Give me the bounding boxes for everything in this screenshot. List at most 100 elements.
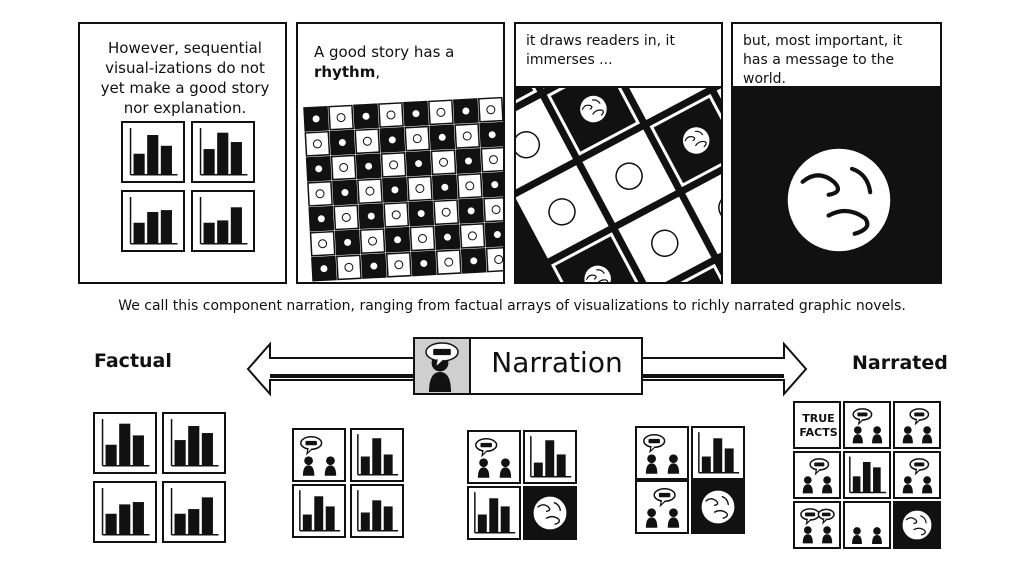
rhythm-dot <box>312 139 322 149</box>
listener-body <box>822 534 833 544</box>
speech-bubble-tail <box>481 449 488 458</box>
planet-continent <box>705 498 719 506</box>
speech-bubble-tail <box>805 518 812 526</box>
speech-bubble-tail <box>659 499 667 508</box>
rhythm-dot <box>486 105 496 115</box>
speech-scribble <box>857 412 868 417</box>
planet-continent <box>905 517 918 525</box>
planet-continent <box>695 140 707 148</box>
immerse-tile <box>653 263 721 282</box>
speech-scribble <box>914 412 925 417</box>
rhythm-dot <box>417 233 427 243</box>
rhythm-dot <box>318 239 328 249</box>
chart-bar <box>201 497 213 535</box>
planet-continent <box>592 109 604 116</box>
immerse-tile <box>685 160 721 255</box>
speaker-head <box>803 526 812 534</box>
speech-scribble <box>805 512 816 517</box>
comic-panel-2: A good story has a rhythm, <box>296 22 505 284</box>
chart-bar <box>105 513 117 535</box>
panel-1-caption: However, sequential visual-izations do n… <box>100 39 270 117</box>
chart-bar <box>489 498 499 533</box>
speaker-head <box>803 476 812 484</box>
listener-head <box>823 526 831 534</box>
rhythm-dot <box>439 157 449 167</box>
rhythm-dot <box>387 135 397 145</box>
chart-bar <box>556 454 566 477</box>
chart-bar <box>147 211 159 244</box>
planet-continent <box>586 274 597 280</box>
chart-bar <box>477 514 487 533</box>
chart-bar <box>188 426 200 466</box>
speech-scribble <box>821 512 831 517</box>
mini-frame <box>467 430 521 484</box>
rhythm-dot <box>444 257 454 267</box>
rhythm-dot <box>393 235 403 245</box>
rhythm-dot <box>437 132 447 142</box>
planet-continent <box>920 515 927 524</box>
rhythm-dot <box>442 232 452 242</box>
chart-bar <box>873 467 881 493</box>
chart-bar <box>133 222 145 244</box>
rhythm-dot <box>368 236 378 246</box>
rhythm-dot <box>390 185 400 195</box>
rhythm-dot <box>469 256 479 266</box>
rhythm-dot <box>466 206 476 216</box>
chart-bar <box>360 456 370 475</box>
mini-frame <box>843 501 891 549</box>
checker-group <box>303 96 503 282</box>
speech-bubble-tail <box>914 468 921 476</box>
rhythm-dot <box>391 210 401 220</box>
panel-2-caption-bold: rhythm <box>314 63 376 81</box>
true-facts-line1: TRUE <box>802 412 835 425</box>
listener-body <box>667 517 680 528</box>
summary-text: We call this component narration, rangin… <box>118 298 906 314</box>
speaker-body <box>477 467 490 478</box>
mini-frame <box>292 428 346 482</box>
rhythm-dot <box>341 212 351 222</box>
rhythm-dot <box>319 264 329 274</box>
listener-head <box>823 476 831 484</box>
chart-bar <box>217 220 229 244</box>
chart-bar <box>201 433 213 466</box>
speech-scribble <box>914 462 925 467</box>
planet-continent <box>545 515 561 525</box>
listener-body <box>822 484 833 494</box>
speaker-body <box>645 463 658 474</box>
planet-continent <box>694 130 704 136</box>
speech-scribble <box>658 492 671 498</box>
speaker-head <box>647 454 656 464</box>
chart-bar <box>302 514 312 531</box>
rhythm-dot <box>336 113 346 123</box>
chart-bar <box>217 132 229 175</box>
planet-continent <box>591 99 601 104</box>
speech-bubble-tail <box>434 359 445 369</box>
chart-bar <box>713 438 723 473</box>
listener-head <box>501 458 510 468</box>
chart-bar <box>132 435 144 466</box>
speech-bubble-tail <box>814 468 821 476</box>
rhythm-dot <box>492 230 502 240</box>
listener-body <box>499 467 512 478</box>
rhythm-dot <box>343 237 353 247</box>
rhythm-dot <box>369 261 379 271</box>
narrator-body <box>429 372 451 392</box>
immerse-circle <box>651 229 679 258</box>
speaker-body <box>852 434 863 444</box>
rhythm-dot <box>491 205 501 215</box>
speech-scribble <box>480 442 492 448</box>
true-facts-line2: FACTS <box>799 426 838 439</box>
rhythm-dot <box>361 111 371 121</box>
chart-bar <box>724 448 734 473</box>
speaker-head <box>853 426 862 434</box>
chart-bar <box>160 210 172 244</box>
rhythm-dot <box>311 114 321 124</box>
chart-bar <box>133 153 145 175</box>
chart-bar <box>383 454 393 475</box>
speaker-body <box>802 484 813 494</box>
rhythm-dot <box>339 163 349 173</box>
speech-scribble <box>305 440 317 446</box>
speech-bubble-tail <box>649 445 656 454</box>
panel-1-chart-grid <box>121 121 255 252</box>
chart-bar <box>383 506 393 531</box>
